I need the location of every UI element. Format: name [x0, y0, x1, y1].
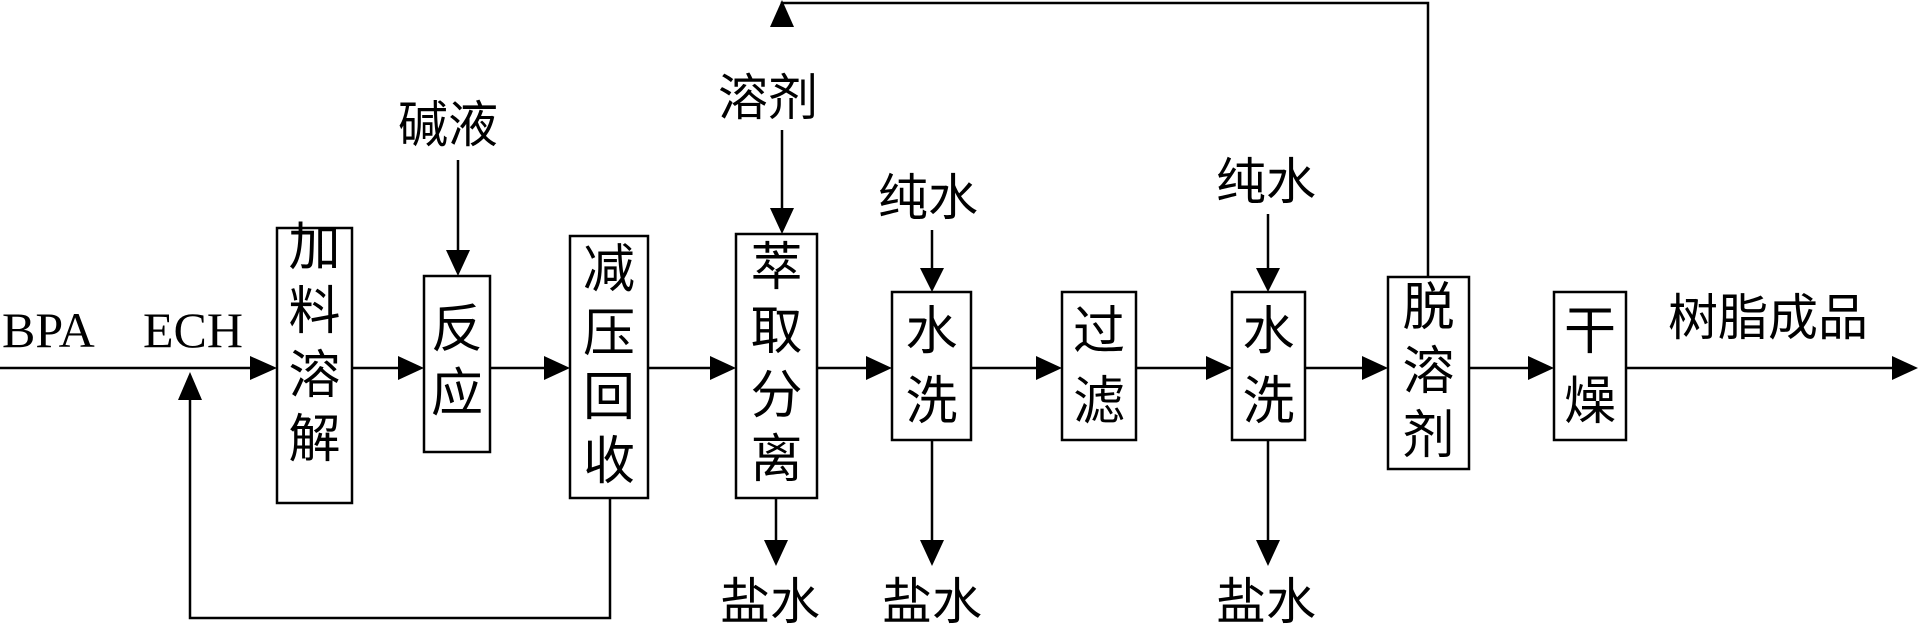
step-desolvent-box — [1386, 275, 1471, 471]
output-brine-1-label: 盐水 — [720, 573, 820, 631]
step-wash1: 水洗 — [890, 290, 973, 442]
arrowhead-extract — [710, 356, 736, 380]
step-extract-box — [734, 232, 819, 500]
arrowhead-solvent-recycle — [770, 0, 794, 27]
step-extract-label: 萃取分离 — [750, 238, 802, 490]
output-brine-3-label: 盐水 — [1216, 573, 1316, 631]
input-ech-label: ECH — [143, 302, 243, 358]
step-dry-box — [1552, 290, 1628, 442]
arrowhead-ech-recycle — [178, 372, 202, 400]
arrowhead-wash1 — [866, 356, 892, 380]
step-recover-box — [568, 234, 650, 500]
arrowhead-solvent — [770, 208, 794, 234]
arrowhead-filter — [1036, 356, 1062, 380]
step-wash2-label: 水洗 — [1242, 302, 1294, 432]
step-wash2-box — [1230, 290, 1307, 442]
output-brine-2-label: 盐水 — [882, 573, 982, 631]
step-filter-box — [1060, 290, 1138, 442]
arrowhead-water-2 — [1256, 268, 1280, 292]
arrowhead-dry — [1528, 356, 1554, 380]
step-dissolve: 加料溶解 — [275, 218, 354, 505]
arrowhead-wash2 — [1206, 356, 1232, 380]
step-dry: 干燥 — [1552, 290, 1628, 442]
feed-solvent-label: 溶剂 — [718, 69, 818, 127]
step-dissolve-box — [275, 226, 354, 505]
step-react: 反应 — [422, 274, 492, 454]
step-desolvent-label: 脱溶剂 — [1402, 278, 1454, 466]
feed-pure-water-2-label: 纯水 — [1216, 153, 1316, 211]
feed-alkali-label: 碱液 — [398, 96, 498, 154]
arrowhead-react — [398, 356, 424, 380]
step-react-label: 反应 — [431, 300, 483, 424]
recycle-solvent-loop — [780, 1, 1430, 277]
arrowhead-water-1 — [920, 268, 944, 292]
step-dissolve-label: 加料溶解 — [288, 218, 340, 470]
step-desolvent: 脱溶剂 — [1386, 275, 1471, 471]
step-wash2: 水洗 — [1230, 290, 1307, 442]
recycle-ech-loop — [188, 400, 612, 620]
input-bpa-label: BPA — [2, 302, 95, 358]
arrowhead-product — [1892, 356, 1918, 380]
arrowhead-alkali — [446, 250, 470, 276]
step-filter: 过滤 — [1060, 290, 1138, 442]
step-react-box — [422, 274, 492, 454]
output-product-label: 树脂成品 — [1668, 289, 1868, 347]
arrowhead-brine-3 — [1256, 540, 1280, 566]
step-recover: 减压回收 — [568, 234, 650, 500]
step-extract: 萃取分离 — [734, 232, 819, 500]
arrowhead-recover — [544, 356, 570, 380]
arrowhead-feed — [250, 356, 277, 380]
step-filter-label: 过滤 — [1073, 302, 1125, 432]
step-wash1-label: 水洗 — [905, 302, 957, 432]
step-dry-label: 干燥 — [1564, 302, 1616, 432]
step-wash1-box — [890, 290, 973, 442]
arrowhead-brine-2 — [920, 540, 944, 566]
arrowhead-desolvent — [1362, 356, 1388, 380]
arrowhead-brine-1 — [764, 540, 788, 566]
feed-pure-water-1-label: 纯水 — [878, 169, 978, 227]
step-recover-label: 减压回收 — [583, 240, 635, 492]
